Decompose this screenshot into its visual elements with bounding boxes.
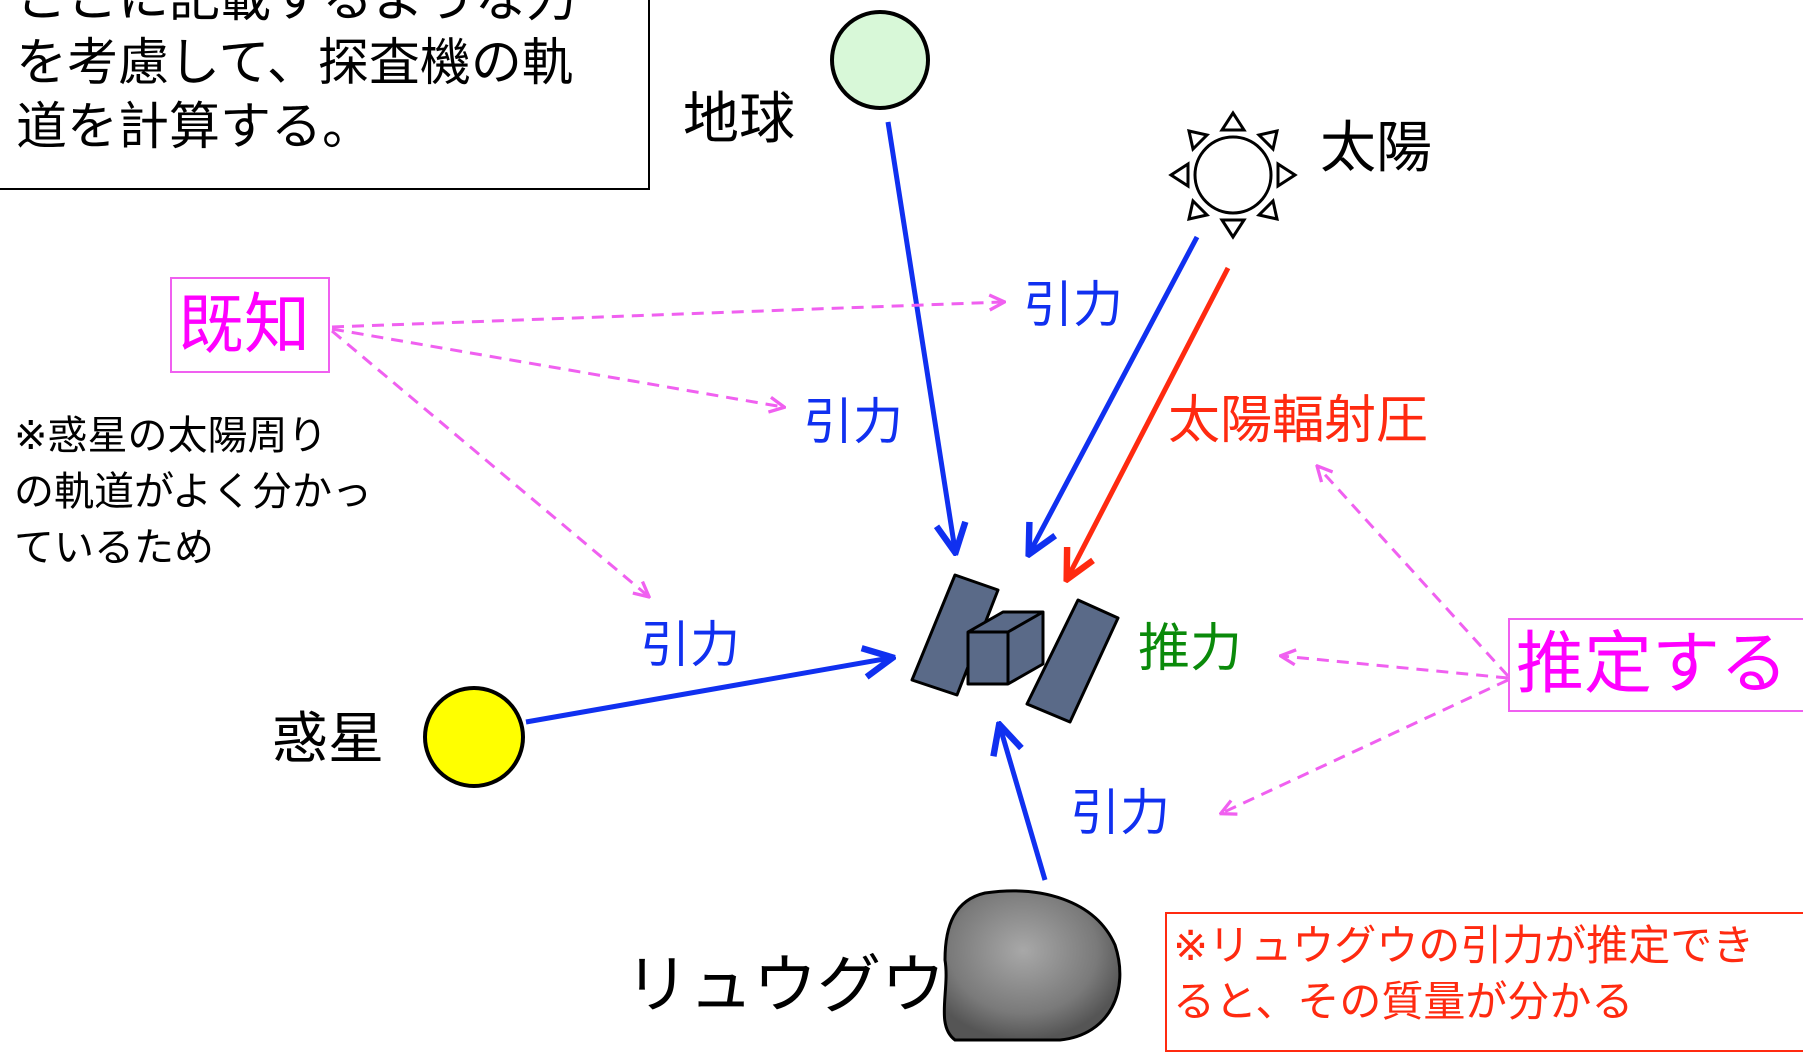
earth-gravity-label: 引力	[803, 393, 903, 451]
sun-label: 太陽	[1320, 116, 1432, 181]
ryugu-label: リュウグウ	[625, 949, 945, 1023]
known-to-planet-gravity-arrow	[331, 329, 648, 596]
planet-body	[423, 686, 525, 788]
sun-gravity-label: 引力	[1023, 276, 1123, 334]
planet-gravity-label: 引力	[640, 616, 740, 674]
ryugu-gravity-arrow	[1000, 727, 1048, 881]
ryugu-body	[942, 889, 1122, 1042]
intro-box: ここに記載するような力 を考慮して、探査機の軌 道を計算する。	[0, 0, 650, 190]
known-label-box: 既知	[170, 277, 330, 373]
ryugu-note-box: ※リュウグウの引力が推定でき ると、その質量が分かる	[1165, 912, 1803, 1052]
earth-label: 地球	[683, 87, 795, 152]
known-label: 既知	[178, 286, 310, 363]
planet-label: 惑星	[272, 707, 384, 772]
intro-line-3: 道を計算する。	[16, 98, 374, 157]
known-to-sun-gravity-arrow	[331, 302, 1003, 329]
estimate-label-box: 推定する	[1508, 618, 1803, 712]
intro-line-2: を考慮して、探査機の軌	[16, 34, 573, 93]
estimate-to-thrust-arrow	[1282, 656, 1509, 680]
ryugu-note-line-1: ※リュウグウの引力が推定でき	[1173, 921, 1755, 970]
estimate-to-ryugu-gravity-arrow	[1222, 678, 1509, 813]
estimate-label: 推定する	[1516, 625, 1789, 704]
sun-gravity-arrow	[1030, 235, 1200, 552]
known-note: ※惑星の太陽周り の軌道がよく分かっ ているため	[14, 408, 372, 576]
earth-body	[830, 10, 930, 110]
intro-line-1: ここに記載するような力	[16, 0, 632, 32]
radiation-pressure-label: 太陽輻射圧	[1168, 391, 1429, 451]
known-note-line-1: ※惑星の太陽周り	[14, 413, 328, 459]
radiation-pressure-arrow	[1068, 266, 1231, 577]
thrust-label: 推力	[1138, 619, 1243, 679]
sun-icon	[1168, 110, 1298, 240]
earth-gravity-arrow	[885, 121, 955, 550]
known-note-line-2: の軌道がよく分かっ	[14, 469, 372, 515]
known-to-earth-gravity-arrow	[331, 327, 783, 407]
ryugu-note-line-2: ると、その質量が分かる	[1173, 977, 1634, 1026]
ryugu-gravity-label: 引力	[1070, 784, 1170, 842]
estimate-to-radiation-arrow	[1318, 467, 1510, 678]
planet-gravity-arrow	[525, 658, 890, 725]
spacecraft-icon	[910, 573, 1120, 724]
known-note-line-3: ているため	[14, 525, 214, 571]
